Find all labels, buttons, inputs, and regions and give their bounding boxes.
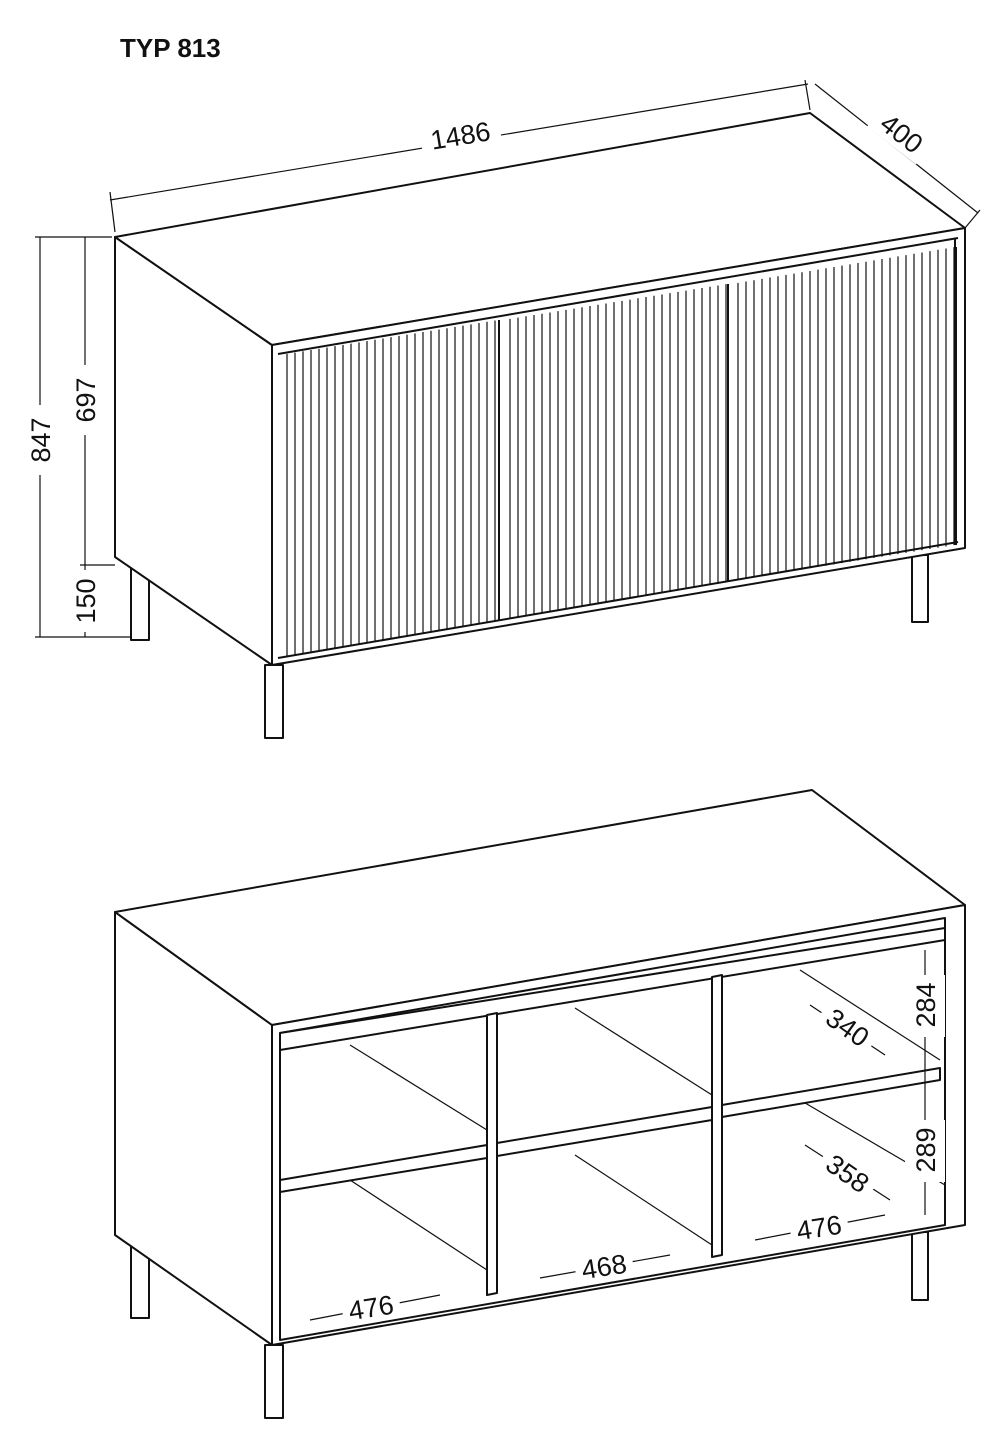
total-height-dimension: 847: [26, 417, 56, 462]
dimensions-bottom: 284 289 340 358 476 468 476: [309, 950, 945, 1327]
model-title: TYP 813: [120, 33, 221, 63]
top-rail: [279, 927, 946, 1051]
left-width: 476: [347, 1290, 396, 1327]
leg-front-left: [264, 664, 284, 739]
body-height-dimension: 697: [71, 377, 101, 422]
right-width: 476: [795, 1210, 844, 1247]
door-slats: [286, 247, 957, 657]
divider-right: [711, 974, 723, 1258]
front-panel: [271, 227, 966, 666]
leg-height-dimension: 150: [71, 578, 101, 623]
lower-shelf-height: 289: [911, 1127, 941, 1172]
open-cabinet: [114, 789, 966, 1419]
leg-back-right: [911, 1231, 929, 1301]
leg-front-left: [264, 1344, 284, 1419]
middle-width: 468: [580, 1249, 629, 1286]
divider-left: [486, 1012, 498, 1296]
leg-back-right: [911, 554, 929, 623]
upper-shelf-height: 284: [911, 982, 941, 1027]
closed-cabinet: [114, 112, 966, 739]
dimensions-top: 1486 400 847 697 150: [22, 79, 981, 638]
